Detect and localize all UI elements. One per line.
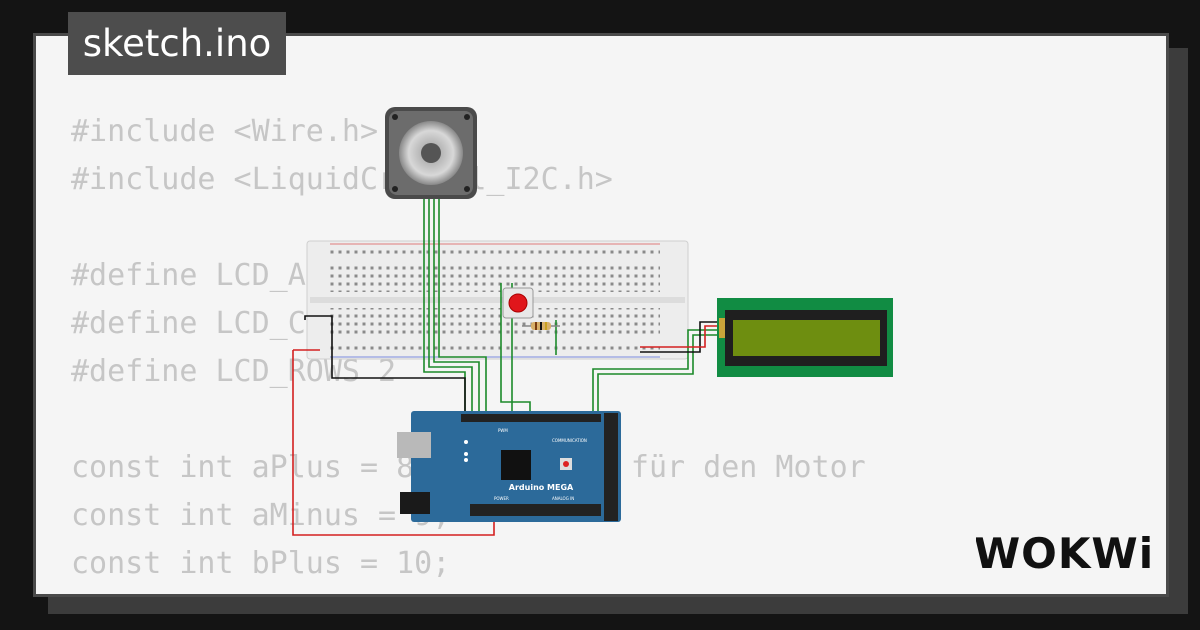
wokwi-logo-text: WOKWi <box>976 529 1152 578</box>
file-tab[interactable]: sketch.ino <box>68 12 286 75</box>
arduino-power-label: POWER <box>494 496 509 501</box>
arduino-pwm-label: PWM <box>498 428 508 433</box>
pushbutton-icon <box>502 287 534 319</box>
arduino-analog-label: ANALOG IN <box>552 496 574 501</box>
stepper-motor-icon <box>385 107 477 199</box>
wokwi-logo: WOKWi <box>976 529 1152 578</box>
arduino-mega-icon: Arduino MEGA PWM COMMUNICATION POWER ANA… <box>397 411 621 522</box>
arduino-board-label: Arduino MEGA <box>509 483 574 492</box>
resistor-icon <box>522 322 560 330</box>
code-line-1: #include <Wire.h> <box>71 114 379 149</box>
lcd-display-icon <box>717 298 893 377</box>
arduino-comm-label: COMMUNICATION <box>552 438 587 443</box>
code-line-9: const int aMinus = 9; <box>71 498 451 533</box>
code-line-6: #define LCD_ROWS 2 <box>71 354 397 389</box>
breadboard-icon <box>306 240 689 360</box>
code-line-10: const int bPlus = 10; <box>71 546 451 581</box>
